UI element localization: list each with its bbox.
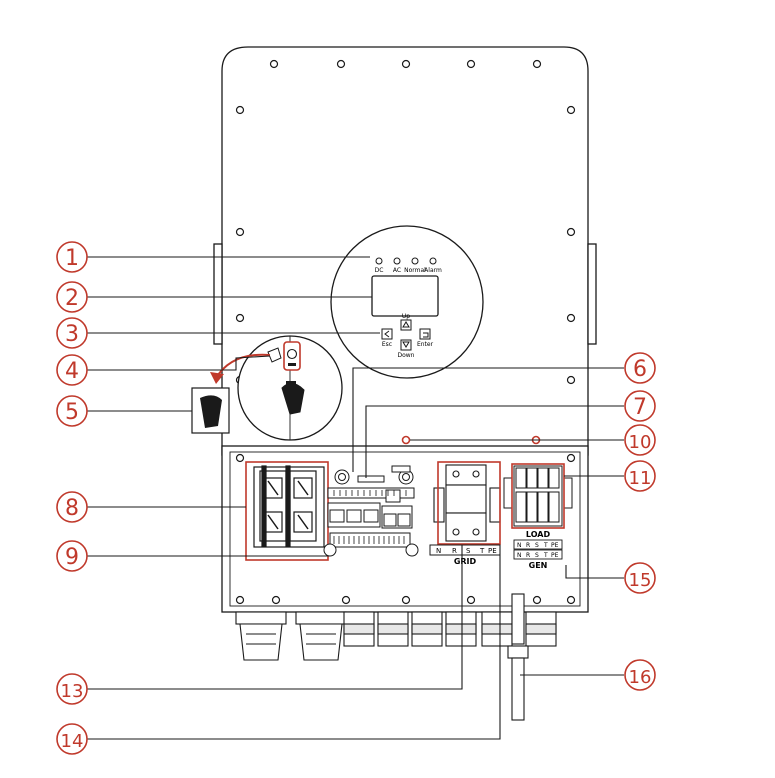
led-label-dc: DC xyxy=(375,267,384,274)
callout-7-label: 7 xyxy=(633,395,647,420)
load-pin-pe: PE xyxy=(551,542,559,549)
load-gen-labels: LOAD N R S T PE N R S T PE GEN xyxy=(513,530,563,570)
gen-pin-n: N xyxy=(517,552,522,559)
callout-11-label: 11 xyxy=(629,468,652,489)
grid-pin-n: N xyxy=(436,547,441,555)
callout-6: 6 xyxy=(624,352,656,384)
display-panel-zoom: DC AC Normal Alarm Esc Up Down Enter xyxy=(330,225,484,379)
arrow-head-icon xyxy=(210,372,224,384)
callout-2-label: 2 xyxy=(65,286,79,311)
load-gen-highlight xyxy=(511,463,565,529)
grid-pin-r: R xyxy=(452,547,457,555)
load-pin-s: S xyxy=(535,542,539,549)
callout-1: 1 xyxy=(56,241,88,273)
indicator-leds xyxy=(375,257,437,265)
power-button-icon[interactable] xyxy=(286,348,298,360)
led-label-ac: AC xyxy=(393,267,401,274)
gen-pin-r: R xyxy=(526,552,530,559)
chevron-left-icon xyxy=(384,330,390,338)
gen-label: GEN xyxy=(529,561,548,570)
switch-zoom xyxy=(237,335,343,441)
down-button[interactable] xyxy=(400,339,412,351)
callout-11: 11 xyxy=(624,460,656,492)
gen-pin-s: S xyxy=(535,552,539,559)
callout-13-label: 13 xyxy=(61,681,84,702)
enter-button[interactable] xyxy=(419,328,431,340)
callout-15-label: 15 xyxy=(629,570,652,591)
gen-pin-pe: PE xyxy=(551,552,559,559)
callout-16-label: 16 xyxy=(629,667,652,688)
triangle-up-icon xyxy=(402,321,410,328)
callout-9-label: 9 xyxy=(65,545,79,570)
load-pin-n: N xyxy=(517,542,522,549)
led-label-alarm: Alarm xyxy=(424,267,442,274)
callout-7: 7 xyxy=(624,390,656,422)
callout-5-label: 5 xyxy=(65,400,79,425)
callout-16: 16 xyxy=(624,659,656,691)
hand-icon xyxy=(267,347,282,363)
esc-label: Esc xyxy=(382,341,392,348)
removed-switch-part xyxy=(191,387,230,434)
load-pin-r: R xyxy=(526,542,530,549)
grid-label: GRID xyxy=(454,557,477,566)
callout-10: 10 xyxy=(624,424,656,456)
callout-9: 9 xyxy=(56,540,88,572)
triangle-down-icon xyxy=(402,341,410,348)
up-button[interactable] xyxy=(400,319,412,331)
cable-glands xyxy=(235,611,557,661)
callout-14-label: 14 xyxy=(61,731,84,752)
down-label: Down xyxy=(397,352,414,359)
grid-pin-t: T xyxy=(479,547,485,555)
callout-13: 13 xyxy=(56,673,88,705)
esc-button[interactable] xyxy=(381,328,393,340)
callout-8-label: 8 xyxy=(65,496,79,521)
grid-breaker xyxy=(433,464,501,542)
load-label: LOAD xyxy=(526,530,551,539)
ground-cable xyxy=(507,593,529,721)
callout-2: 2 xyxy=(56,281,88,313)
callout-4-label: 4 xyxy=(65,359,79,384)
callout-3: 3 xyxy=(56,317,88,349)
grid-breaker-highlight xyxy=(437,461,501,545)
enter-label: Enter xyxy=(417,341,434,348)
leader-lines xyxy=(87,256,624,740)
callout-5: 5 xyxy=(56,395,88,427)
board-pin-details xyxy=(333,490,407,544)
grid-pin-pe: PE xyxy=(488,547,497,555)
callout-3-label: 3 xyxy=(65,322,79,347)
grid-pin-s: S xyxy=(466,547,471,555)
dc-switch-knob[interactable] xyxy=(281,383,305,415)
callout-markers: 1 2 3 4 5 6 7 8 xyxy=(56,241,656,755)
callout-10-label: 10 xyxy=(629,432,652,453)
load-pin-t: T xyxy=(543,542,548,549)
callout-8: 8 xyxy=(56,491,88,523)
grid-terminal-strip: N R S T PE GRID xyxy=(429,544,501,566)
gen-pin-t: T xyxy=(543,552,548,559)
up-label: Up xyxy=(402,313,410,320)
battery-terminals xyxy=(253,465,325,548)
callout-1-label: 1 xyxy=(65,246,79,271)
callout-4: 4 xyxy=(56,354,88,386)
lcd-screen xyxy=(371,275,439,317)
enter-icon xyxy=(423,332,429,338)
callout-14: 14 xyxy=(56,723,88,755)
communication-board xyxy=(323,465,419,557)
callout-6-label: 6 xyxy=(633,357,647,382)
callout-15: 15 xyxy=(624,562,656,594)
led-label-normal: Normal xyxy=(404,267,426,274)
load-gen-terminals xyxy=(503,465,573,527)
